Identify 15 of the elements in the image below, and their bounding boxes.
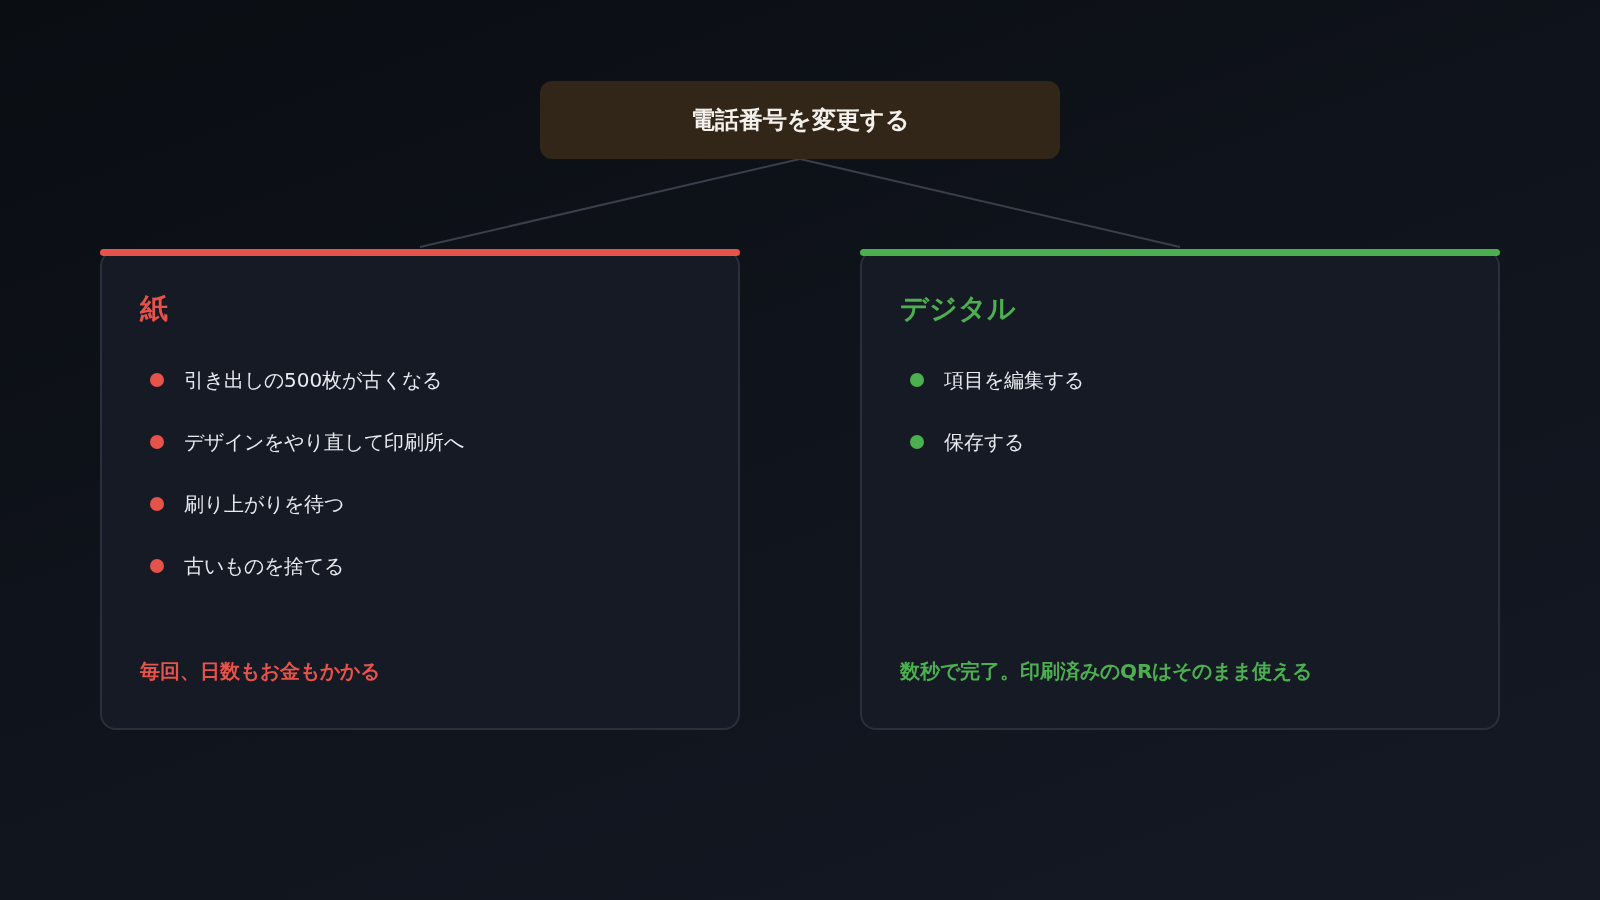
list-item-text: 保存する: [944, 429, 1024, 456]
panel-heading: 紙: [140, 291, 168, 327]
connector-line: [419, 158, 801, 248]
panel-note: 毎回、日数もお金もかかる: [140, 658, 380, 685]
connector-line: [799, 158, 1181, 248]
panel-note: 数秒で完了。印刷済みのQRはそのまま使える: [900, 658, 1313, 685]
list-item-text: 項目を編集する: [944, 367, 1084, 394]
panel-card: [100, 250, 740, 730]
list-item-text: 古いものを捨てる: [184, 553, 344, 580]
panel-card: [860, 250, 1500, 730]
list-item-text: 引き出しの500枚が古くなる: [184, 367, 443, 394]
list-item-text: デザインをやり直して印刷所へ: [184, 429, 464, 456]
panel-heading: デジタル: [900, 291, 1016, 327]
title-box: 電話番号を変更する: [540, 81, 1060, 159]
list-item-text: 刷り上がりを待つ: [184, 491, 344, 518]
